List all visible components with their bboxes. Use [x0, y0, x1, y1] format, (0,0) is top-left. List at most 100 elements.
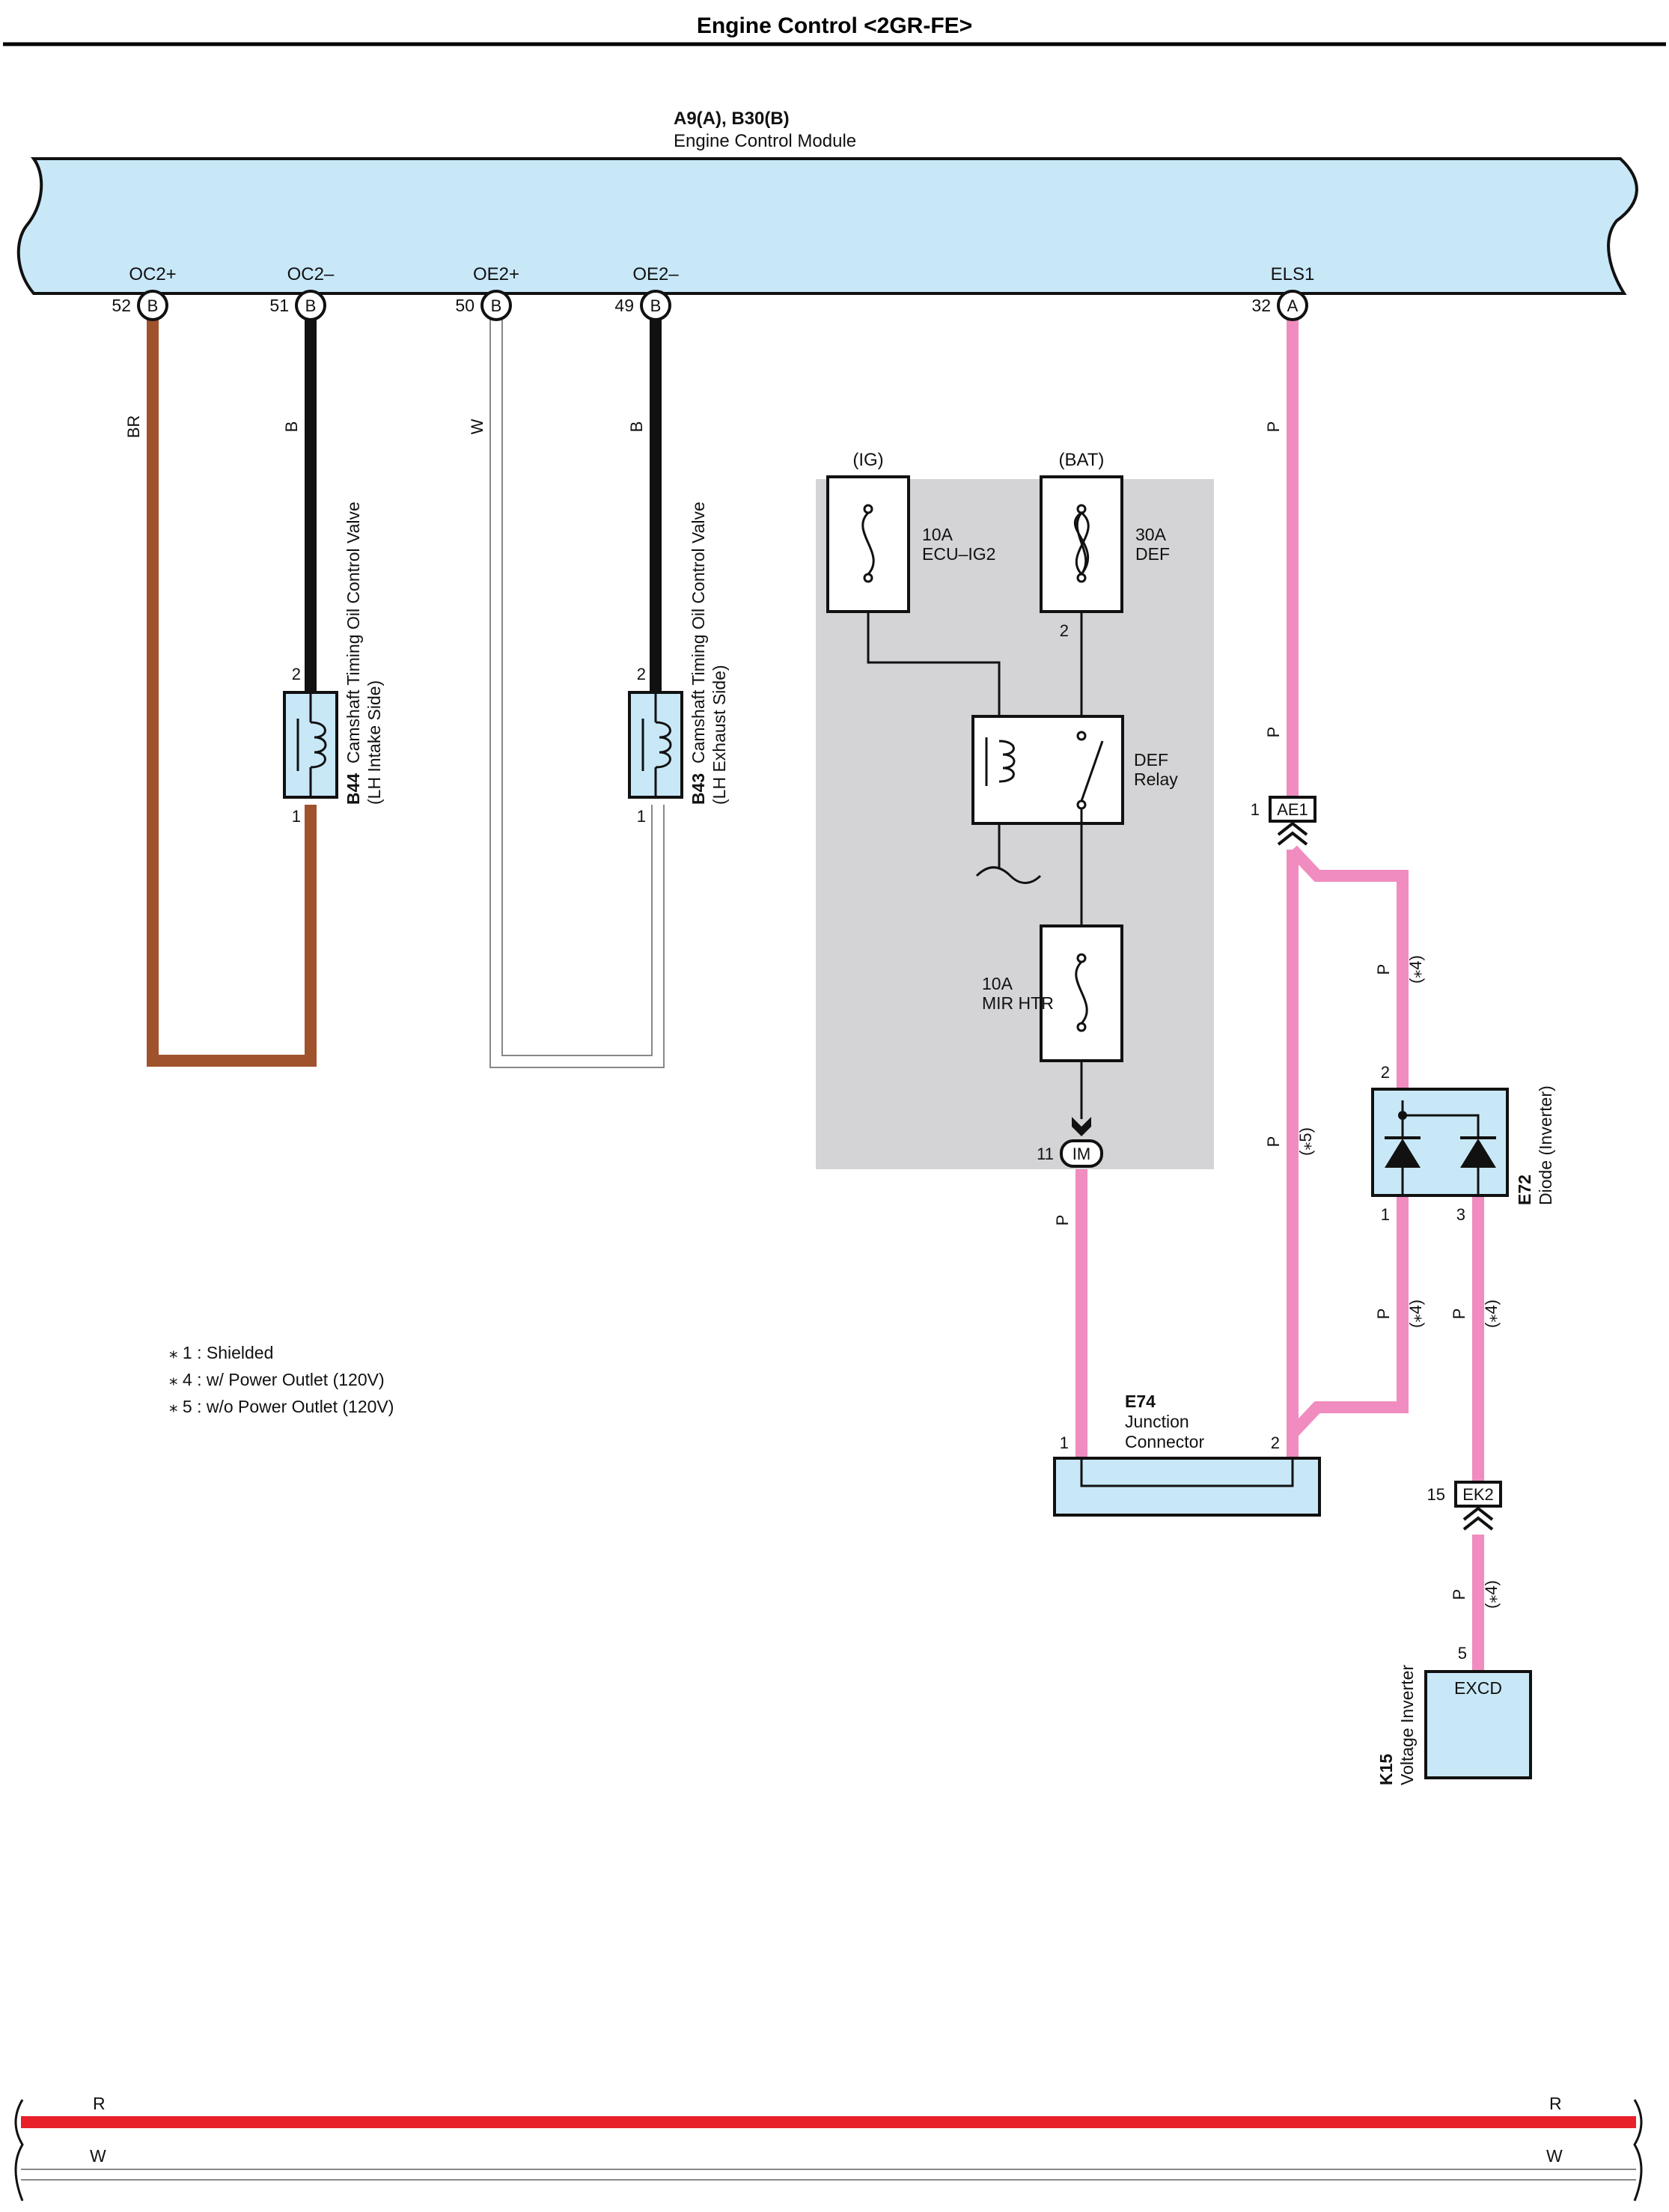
ae1-label: AE1 [1277, 800, 1308, 819]
bus-break-right [1633, 2099, 1643, 2202]
pin-num-49: 49 [614, 296, 634, 315]
bus-break-left [14, 2099, 24, 2202]
b43-name: Camshaft Timing Oil Control Valve [689, 502, 708, 764]
fuse3-name: MIR HTR [982, 993, 1054, 1013]
relay-line2: Relay [1134, 770, 1178, 789]
fuse-ecu-ig2: 10A ECU–IG2 [826, 475, 995, 613]
svg-text:B: B [491, 296, 502, 315]
note-1: ⁎ 1 : Shielded [169, 1343, 273, 1362]
e74-junction: 1 2 [1053, 1433, 1321, 1517]
b44-side: (LH Intake Side) [364, 680, 384, 805]
b44-code: B44 [344, 773, 363, 805]
ecm-pin-49: B 49 [614, 290, 671, 321]
e74-code: E74 [1125, 1392, 1156, 1411]
e74-line2: Connector [1125, 1432, 1204, 1451]
note-star4-c: (⁎4) [1482, 1300, 1501, 1328]
b43-pin-top: 2 [637, 665, 646, 683]
svg-text:B: B [305, 296, 317, 315]
wire-label-p-ek2: P [1450, 1589, 1468, 1600]
pin-name-oc2p: OC2+ [129, 264, 176, 284]
ae1-connector: AE1 1 [1251, 796, 1316, 846]
fuse2-name: DEF [1135, 544, 1170, 564]
pin-num-32: 32 [1251, 296, 1271, 315]
b43-code: B43 [689, 773, 708, 805]
note-star5: (⁎5) [1296, 1127, 1315, 1156]
fuse2-pin: 2 [1060, 621, 1069, 640]
ecm-body [16, 157, 1638, 295]
pin-num-50: 50 [455, 296, 475, 315]
ecm-pin-50: B 50 [455, 290, 512, 321]
svg-text:A: A [1287, 296, 1299, 315]
ecm-pin-32: A 32 [1251, 290, 1308, 321]
e72-diode: 2 1 3 [1371, 1063, 1509, 1224]
e74-pin-right: 2 [1271, 1433, 1280, 1452]
k15-terminal: EXCD [1454, 1678, 1502, 1698]
wire-p-diode-out1 [1288, 1195, 1409, 1438]
svg-text:B: B [147, 296, 159, 315]
e72-pin-right: 3 [1456, 1205, 1465, 1224]
pin-name-els1: ELS1 [1271, 264, 1315, 284]
fuse-def: 30A DEF 2 [1040, 475, 1170, 640]
bus-r-right: R [1549, 2094, 1562, 2113]
fuse2-amp: 30A [1135, 525, 1167, 544]
e72-code: E72 [1515, 1174, 1534, 1205]
b44-pin-top: 2 [292, 665, 301, 683]
ecm-name: Engine Control Module [674, 131, 856, 151]
ae1-pin: 1 [1251, 800, 1260, 819]
wire-label-b2: B [627, 421, 646, 433]
ecm-pin-51: B 51 [269, 290, 326, 321]
wire-label-b1: B [282, 421, 301, 433]
relay-line1: DEF [1134, 750, 1168, 770]
note-star4-b: (⁎4) [1406, 1300, 1425, 1328]
page-title: Engine Control <2GR-FE> [697, 13, 972, 38]
fuse3-amp: 10A [982, 974, 1013, 993]
im-pin: 11 [1037, 1145, 1054, 1163]
k15-voltage-inverter: EXCD 5 [1424, 1644, 1532, 1779]
e72-pin-left: 1 [1381, 1205, 1390, 1224]
im-label: IM [1073, 1145, 1090, 1163]
b43-pin-bottom: 1 [637, 807, 646, 826]
ek2-pin: 15 [1427, 1485, 1445, 1504]
b44-pin-bottom: 1 [292, 807, 301, 826]
pin-num-51: 51 [269, 296, 289, 315]
wire-label-p-main: P [1264, 1136, 1283, 1148]
k15-code: K15 [1376, 1754, 1396, 1785]
k15-pin: 5 [1458, 1644, 1467, 1663]
fuse1-name: ECU–IG2 [922, 544, 995, 564]
k15-name: Voltage Inverter [1397, 1665, 1417, 1785]
wire-label-p-im: P [1053, 1215, 1072, 1226]
note-star4-a: (⁎4) [1406, 955, 1425, 984]
note-5: ⁎ 5 : w/o Power Outlet (120V) [169, 1397, 394, 1416]
ecm-pin-52: B 52 [112, 290, 168, 321]
pin-num-52: 52 [112, 296, 131, 315]
svg-text:B: B [650, 296, 662, 315]
wire-label-p-diode-in: P [1374, 964, 1393, 975]
bus-w-left: W [90, 2146, 106, 2166]
ek2-label: EK2 [1462, 1485, 1494, 1504]
def-relay: DEF Relay [971, 715, 1178, 825]
b44-solenoid: 2 1 [283, 665, 338, 826]
im-connector: IM 11 [1037, 1117, 1103, 1168]
wire-p-diode-in [1288, 845, 1409, 1089]
pin-name-oe2p: OE2+ [473, 264, 519, 284]
b43-solenoid: 2 1 [628, 665, 683, 826]
wire-br [147, 314, 317, 1067]
pin-name-oc2m: OC2– [287, 264, 335, 284]
pin-name-oe2m: OE2– [632, 264, 679, 284]
b43-side: (LH Exhaust Side) [710, 665, 729, 805]
e72-pin-top: 2 [1381, 1063, 1390, 1082]
b44-name: Camshaft Timing Oil Control Valve [344, 502, 363, 764]
note-4: ⁎ 4 : w/ Power Outlet (120V) [169, 1370, 385, 1389]
wire-label-w: W [468, 418, 486, 434]
ground-symbol [975, 866, 1042, 884]
bus-w-right: W [1546, 2146, 1563, 2166]
wire-label-p-diode-out3: P [1450, 1308, 1468, 1320]
e72-name: Diode (Inverter) [1536, 1085, 1555, 1205]
bat-label: (BAT) [1059, 450, 1105, 470]
ek2-connector: EK2 15 [1427, 1481, 1502, 1531]
bus-r-left: R [93, 2094, 106, 2113]
fuse1-amp: 10A [922, 525, 954, 544]
wire-label-p-ae1: P [1264, 727, 1283, 738]
wire-label-p-diode-out1: P [1374, 1308, 1393, 1320]
